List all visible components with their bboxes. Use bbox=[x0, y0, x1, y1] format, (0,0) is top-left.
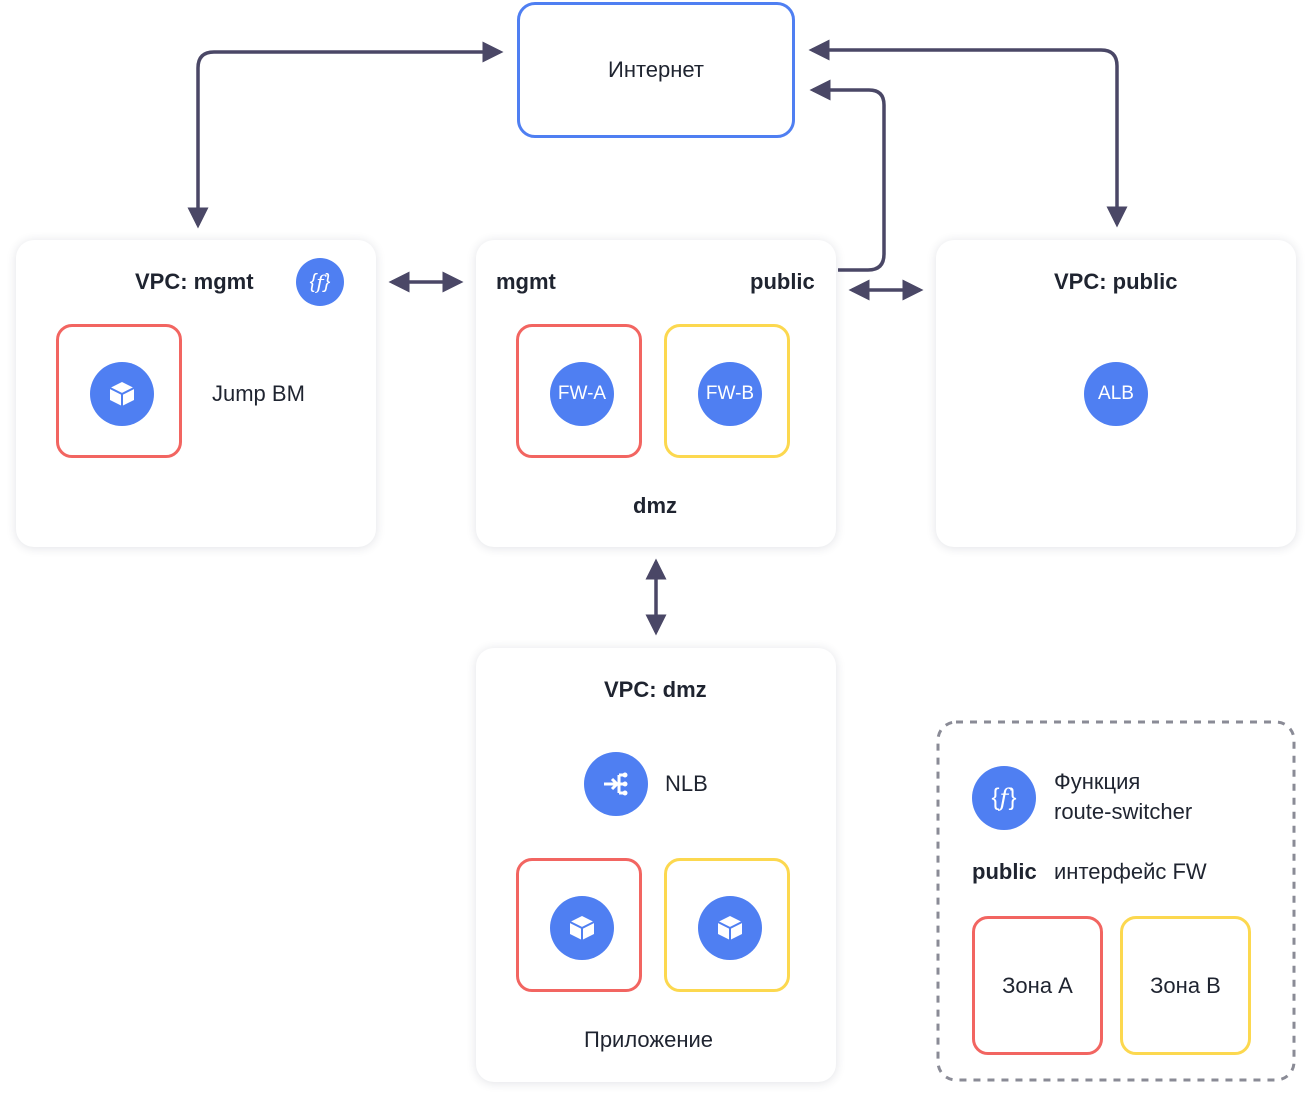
vpc-dmz-title: VPC: dmz bbox=[604, 677, 707, 702]
fw-mgmt-interface-label: mgmt bbox=[496, 269, 556, 294]
legend-public-desc: интерфейс FW bbox=[1054, 859, 1207, 884]
arrow-dmz-public-to-internet bbox=[809, 79, 886, 272]
alb-node: ALB bbox=[1084, 362, 1148, 426]
fw-a-node: FW-A bbox=[550, 362, 614, 426]
vpc-public-title: VPC: public bbox=[1054, 269, 1178, 294]
fw-b-node: FW-B bbox=[698, 362, 762, 426]
internet-label: Интернет bbox=[608, 57, 704, 82]
function-braces-icon: {f} bbox=[296, 258, 344, 306]
internet-node: Интернет bbox=[517, 2, 795, 138]
cube-icon bbox=[698, 896, 762, 960]
jump-vm-label: Jump ВМ bbox=[212, 381, 305, 406]
legend-zone-b: Зона B bbox=[1120, 916, 1251, 1055]
legend-zone-b-label: Зона B bbox=[1150, 972, 1221, 998]
legend-public-key: public bbox=[972, 859, 1037, 884]
legend-zone-a-label: Зона A bbox=[1002, 972, 1073, 998]
app-label: Приложение bbox=[584, 1027, 714, 1052]
zone-a-box-fw bbox=[516, 324, 642, 458]
load-balancer-icon bbox=[584, 752, 648, 816]
fw-public-interface-label: public bbox=[750, 269, 815, 294]
legend-function-line1: Функция bbox=[1054, 769, 1141, 794]
nlb-label: NLB bbox=[665, 771, 708, 796]
dmz-interface-label: dmz bbox=[633, 493, 677, 518]
arrow-internet-public bbox=[808, 39, 1128, 228]
cube-icon bbox=[550, 896, 614, 960]
cube-icon bbox=[90, 362, 154, 426]
legend-border bbox=[936, 720, 1296, 1082]
legend-function-line2: route-switcher bbox=[1054, 799, 1193, 824]
legend-zone-a: Зона A bbox=[972, 916, 1103, 1055]
vpc-mgmt-title: VPC: mgmt bbox=[135, 269, 254, 294]
function-braces-icon: {f} bbox=[972, 766, 1036, 830]
arrow-mgmt-internet bbox=[187, 41, 504, 229]
